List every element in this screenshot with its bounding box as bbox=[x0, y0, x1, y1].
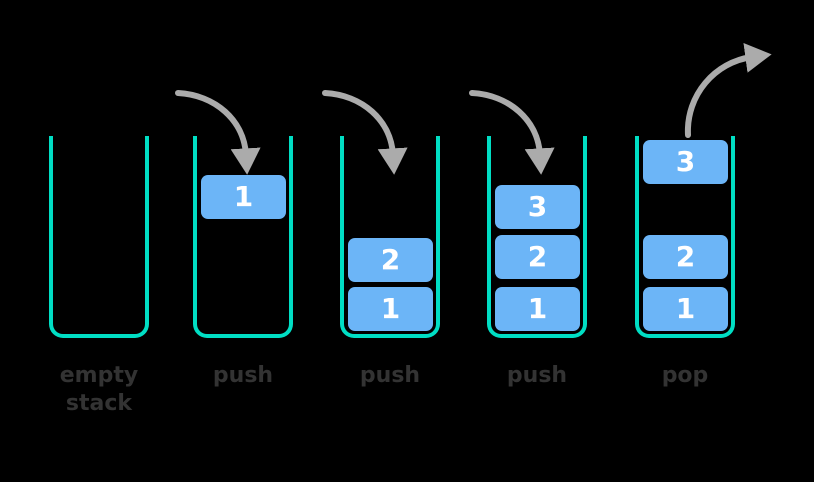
stack-block: 1 bbox=[495, 287, 580, 331]
stack-container bbox=[340, 136, 440, 338]
stack-block: 1 bbox=[348, 287, 433, 331]
stack-block: 3 bbox=[643, 140, 728, 184]
frame-label-empty-stack: empty stack bbox=[59, 363, 139, 416]
stack-block: 2 bbox=[643, 235, 728, 279]
pop-arrow-icon bbox=[684, 43, 772, 138]
stack-container bbox=[49, 136, 149, 338]
stack-container bbox=[635, 136, 735, 338]
frame-label-push-3: push bbox=[506, 363, 568, 388]
stack-block: 3 bbox=[495, 185, 580, 229]
stack-block: 1 bbox=[201, 175, 286, 219]
stack-container bbox=[193, 136, 293, 338]
stack-block: 1 bbox=[643, 287, 728, 331]
frame-label-push-1: push bbox=[212, 363, 274, 388]
frame-label-push-2: push bbox=[359, 363, 421, 388]
stack-block: 2 bbox=[348, 238, 433, 282]
frame-label-pop-3: pop bbox=[661, 363, 709, 388]
stack-block: 2 bbox=[495, 235, 580, 279]
stack-container bbox=[487, 136, 587, 338]
